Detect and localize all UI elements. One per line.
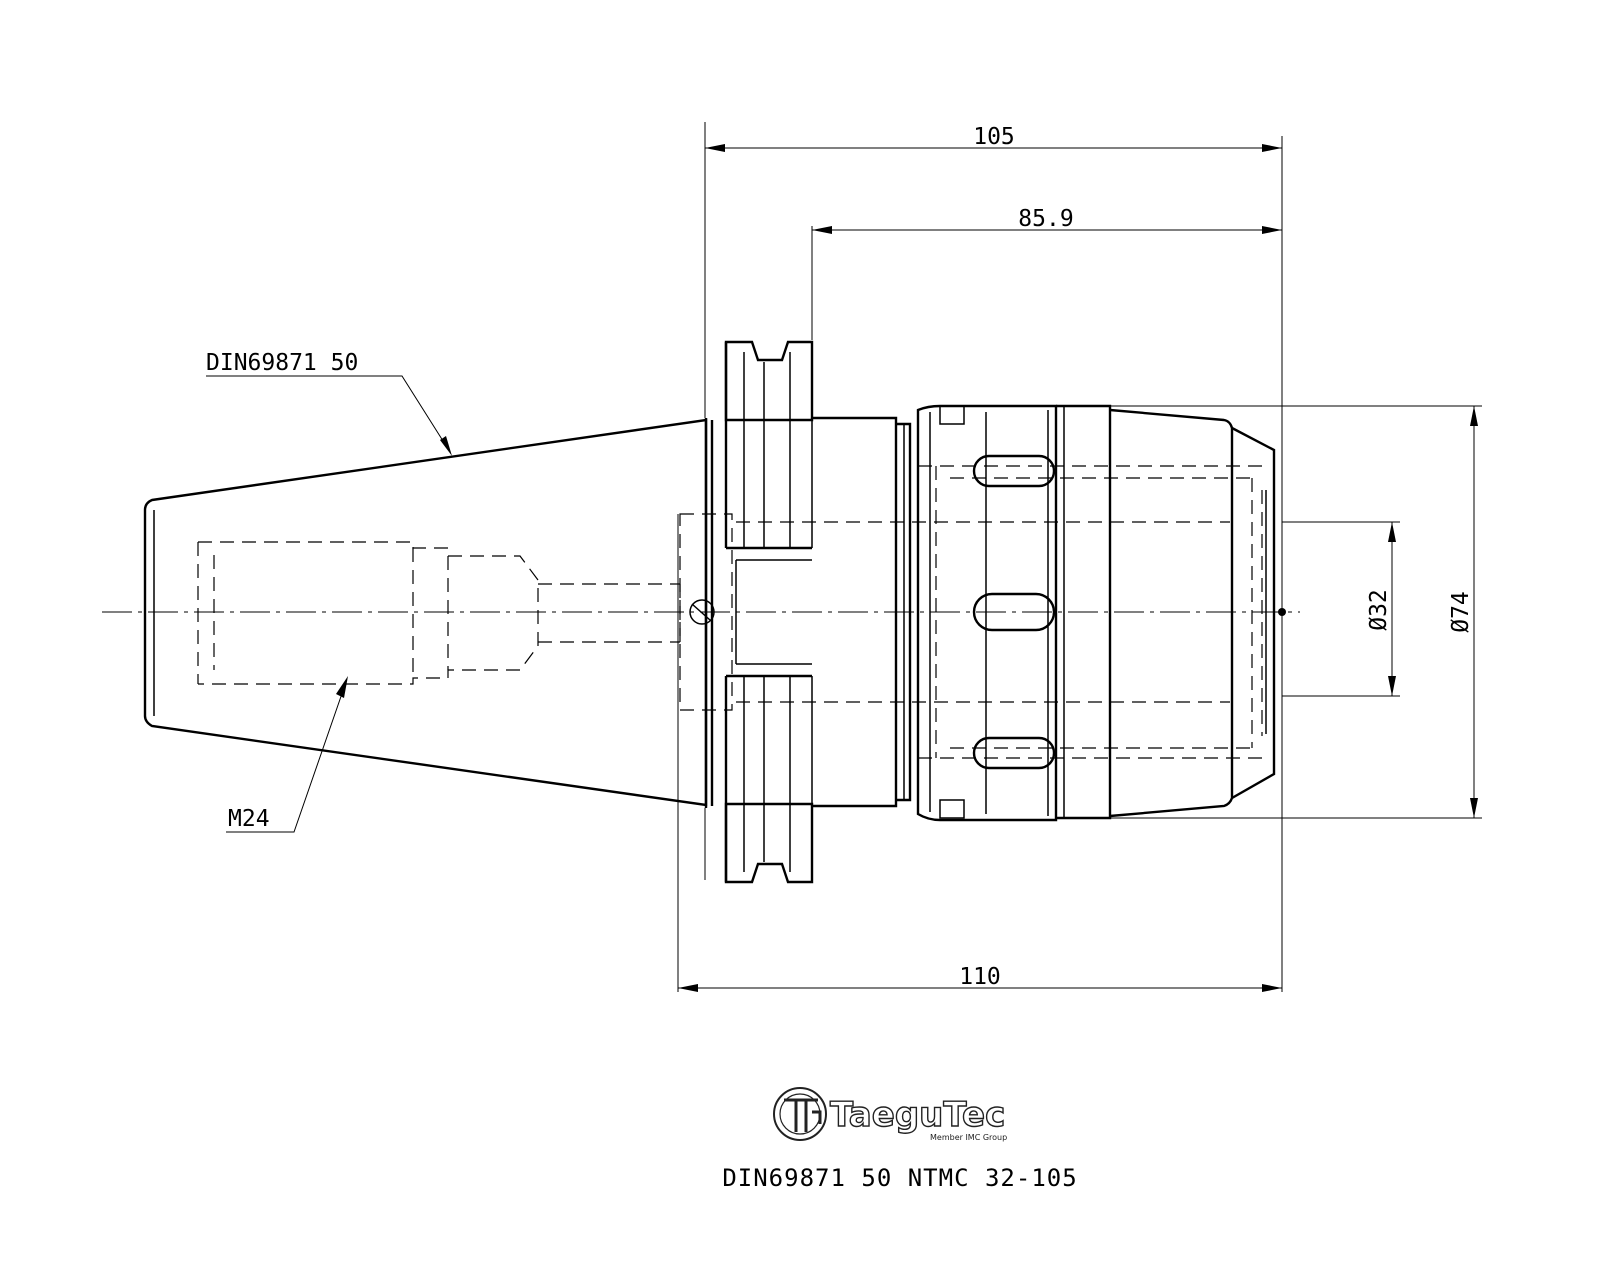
dimension-lines — [206, 122, 1482, 992]
dim-overall-length-top: 105 — [973, 124, 1015, 150]
logo-brand-text: TaeguTec — [830, 1095, 1005, 1135]
holder-body — [736, 404, 1286, 822]
logo-tagline: Member IMC Group — [930, 1133, 1007, 1142]
part-designation: DIN69871 50 NTMC 32-105 — [722, 1164, 1077, 1192]
callout-taper-standard: DIN69871 50 — [206, 350, 358, 376]
dim-bore-diameter: Ø32 — [1366, 589, 1392, 631]
dim-overall-length-bottom: 110 — [959, 964, 1001, 990]
dim-body-diameter: Ø74 — [1448, 591, 1474, 633]
dim-collet-length: 85.9 — [1018, 206, 1073, 232]
taegutec-logo: TaeguTec Member IMC Group — [773, 1087, 1007, 1142]
v-flange — [689, 340, 814, 884]
callout-thread: M24 — [228, 806, 270, 832]
